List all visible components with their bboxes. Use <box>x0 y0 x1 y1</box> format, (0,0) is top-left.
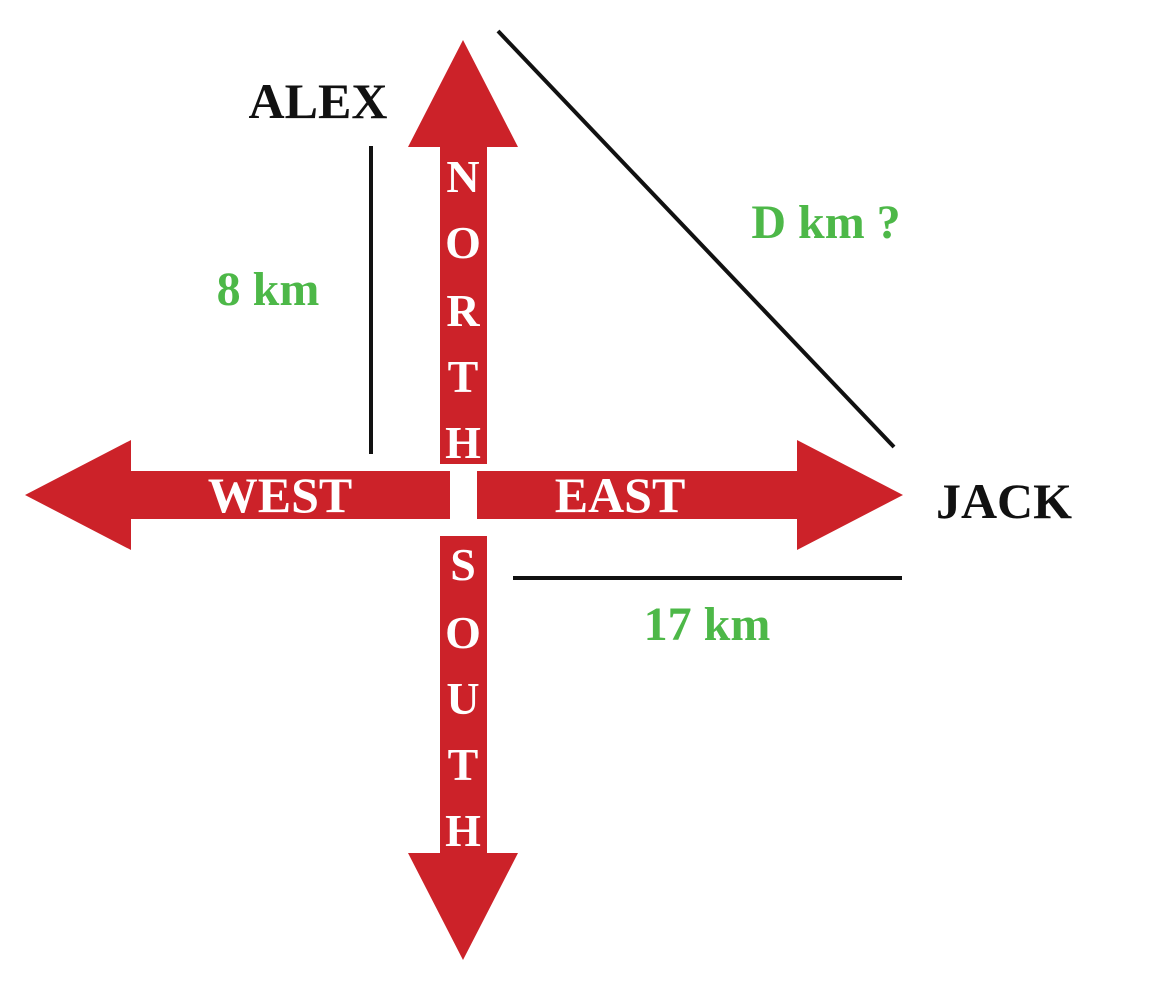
diagonal-distance-line <box>496 29 896 449</box>
north-letter: R <box>446 285 480 336</box>
north-letter: O <box>445 217 481 268</box>
east-distance-label: 17 km <box>644 598 771 651</box>
south-letter: O <box>445 607 481 658</box>
north-arrow <box>408 40 518 464</box>
south-arrow <box>408 536 518 960</box>
unknown-distance-label: D km ? <box>751 196 900 249</box>
north-label: N O R T H <box>445 151 481 468</box>
north-letter: H <box>445 417 481 468</box>
west-label: WEST <box>208 467 353 523</box>
south-letter: T <box>448 739 479 790</box>
north-letter: N <box>446 151 479 202</box>
south-label: S O U T H <box>445 539 481 856</box>
east-arrow <box>477 440 903 550</box>
north-distance-label: 8 km <box>217 263 320 316</box>
south-letter: S <box>450 539 476 590</box>
east-label: EAST <box>555 467 686 523</box>
jack-label: JACK <box>936 473 1072 529</box>
north-letter: T <box>448 351 479 402</box>
west-arrow <box>25 440 450 550</box>
south-letter: U <box>446 673 479 724</box>
south-letter: H <box>445 805 481 856</box>
alex-label: ALEX <box>249 73 388 129</box>
